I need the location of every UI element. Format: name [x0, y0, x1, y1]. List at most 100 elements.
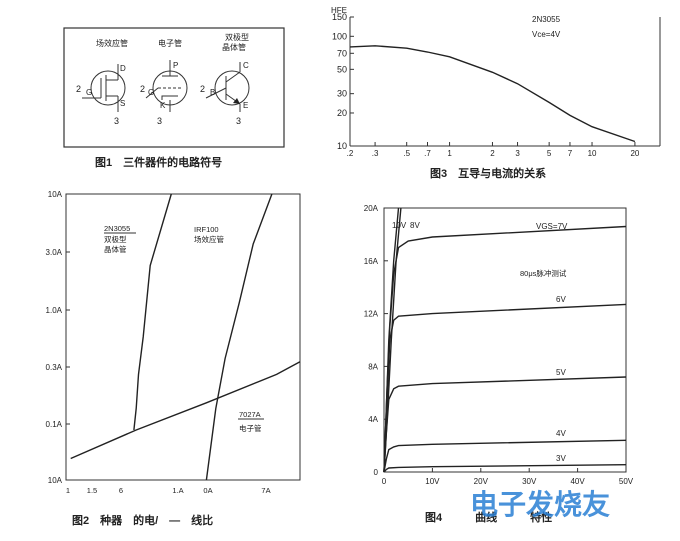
tube-pin-p: P: [173, 61, 178, 70]
fig2-label-7027a-name: 7027A: [239, 410, 261, 419]
fig2-x-tick-label-1: 1.5: [87, 486, 97, 495]
fig3-x-tick-label-7: 5: [547, 149, 552, 158]
fig3-series-hfe: [349, 45, 636, 143]
fig2-label-7027a-type: 电子管: [239, 423, 262, 433]
fig4-series-label-6: 3V: [556, 454, 566, 463]
fig4-y-tick-label-0: 20A: [364, 204, 379, 213]
fet-pin-num-2: 2: [76, 84, 81, 94]
fig3-y-tick-label-4: 30: [337, 89, 347, 99]
fig4-caption: 图4 曲线 特性: [425, 510, 552, 524]
fig4-x-tick-label-1: 10V: [425, 477, 440, 486]
fig2-plot-frame: [65, 193, 301, 481]
fig4-series-3: [383, 303, 627, 473]
fet-pin-g: G: [86, 88, 92, 97]
fig4-series-5: [383, 439, 627, 473]
fig2-series-0: [133, 193, 172, 431]
fig3-y-tick-label-1: 100: [332, 31, 347, 41]
fig2-series-2: [70, 361, 301, 460]
bjt-label-line2: 晶体管: [222, 42, 246, 52]
fig4-series-label-4: 5V: [556, 368, 566, 377]
tube-cathode: [161, 95, 178, 100]
fig4-series-label-3: 6V: [556, 295, 566, 304]
fig4-y-tick-label-4: 4A: [368, 415, 378, 424]
fig1-frame: [63, 27, 285, 148]
fig2-x-tick-label-0: 1: [66, 486, 70, 495]
fig3-x-tick-label-4: 1: [447, 149, 452, 158]
fig2-x-tick-label-4: 0A: [203, 486, 212, 495]
fig4-series-label-2: VGS=7V: [536, 222, 568, 231]
fig2-y-tick-label-2: 1.0A: [46, 306, 63, 315]
fig2-series-1: [205, 193, 273, 481]
fig2-y-tick-label-5: 10A: [48, 476, 63, 485]
fig4-series-label-1: 8V: [410, 221, 420, 230]
fig3-y-tick-label-6: 10: [337, 141, 347, 151]
bjt-pin-c: C: [243, 61, 249, 70]
bjt-base-lead: [205, 87, 227, 99]
fig4-series-6: [383, 464, 627, 473]
fig4-series-4: [383, 376, 627, 473]
bjt-label-line1: 双极型: [225, 32, 249, 42]
fig2-x-tick-label-3: 1.A: [172, 486, 183, 495]
fig3-x-tick-label-0: .2: [347, 149, 354, 158]
fig4-series-label-5: 4V: [556, 429, 566, 438]
fet-pin-d: D: [120, 64, 126, 73]
fig2-y-tick-label-4: 0.1A: [46, 420, 63, 429]
bjt-pin-num-3: 3: [236, 116, 241, 126]
bjt-pin-num-2: 2: [200, 84, 205, 94]
tube-label: 电子管: [158, 38, 182, 48]
tube-pin-num-3: 3: [157, 116, 162, 126]
fet-pin-s: S: [120, 99, 125, 108]
fig3-x-tick-label-9: 10: [588, 149, 597, 158]
fig4-x-tick-label-3: 30V: [522, 477, 537, 486]
fig4-x-tick-label-2: 20V: [474, 477, 489, 486]
fig3-annotation-device: 2N3055: [532, 15, 561, 24]
fig2-caption: 图2 种器 的电/ — 线比: [72, 513, 213, 527]
fig3-ylabel: HFE: [331, 6, 347, 15]
bjt-pin-e: E: [243, 101, 248, 110]
fig3-y-tick-label-2: 70: [337, 48, 347, 58]
tube-pin-g: G: [148, 88, 154, 97]
tube-grid-lead: [145, 87, 159, 99]
fig2-label-2n3055-type2: 晶体管: [104, 244, 127, 254]
watermark: 电子发烧友: [470, 488, 610, 520]
fig3-x-tick-label-5: 2: [490, 149, 495, 158]
fig3-x-tick-label-3: .7: [424, 149, 431, 158]
fig3-x-tick-label-8: 7: [568, 149, 573, 158]
fig4-x-tick-label-0: 0: [382, 477, 387, 486]
bjt-pin-b: B: [210, 88, 215, 97]
fig4-y-tick-label-1: 16A: [364, 257, 379, 266]
fig4-y-tick-label-3: 8A: [368, 362, 378, 371]
fig3-x-tick-label-6: 3: [515, 149, 520, 158]
fig4-series-2: [383, 225, 627, 473]
fet-pin-num-3: 3: [114, 116, 119, 126]
fig2-y-tick-label-3: 0.3A: [46, 363, 63, 372]
fig3-y-tick-label-0: 150: [332, 12, 347, 22]
fig1-caption: 图1 三件器件的电路符号: [95, 155, 222, 169]
fet-label: 场效应管: [96, 38, 128, 48]
fig2-label-irf100-type: 场效应管: [194, 234, 224, 244]
bjt-symbol: 双极型 晶体管 C B E 2 3: [200, 32, 250, 126]
fig3-annotation-vce: Vce=4V: [532, 30, 561, 39]
fig4-x-tick-label-4: 40V: [570, 477, 585, 486]
bjt-emitter-arrow: [233, 98, 240, 104]
fig2-label-2n3055-type1: 双极型: [104, 234, 127, 244]
fig2-label-irf100-name: IRF100: [194, 225, 219, 234]
fig4-x-tick-label-5: 50V: [619, 477, 634, 486]
fig4-annotation: 80μs脉冲测试: [520, 268, 567, 278]
fig2-y-tick-label-1: 3.0A: [46, 248, 63, 257]
fig2-label-2n3055-name: 2N3055: [104, 224, 130, 233]
tube-pin-num-2: 2: [140, 84, 145, 94]
tube-pin-k: K: [160, 101, 166, 110]
fig3-x-tick-label-1: .3: [372, 149, 379, 158]
fig4-y-tick-label-5: 0: [374, 468, 379, 477]
fig3-x-tick-label-10: 20: [630, 149, 639, 158]
fig4-y-tick-label-2: 12A: [364, 310, 379, 319]
fig2-x-tick-label-2: 6: [119, 486, 123, 495]
fig2-x-tick-label-5: 7A: [261, 486, 270, 495]
